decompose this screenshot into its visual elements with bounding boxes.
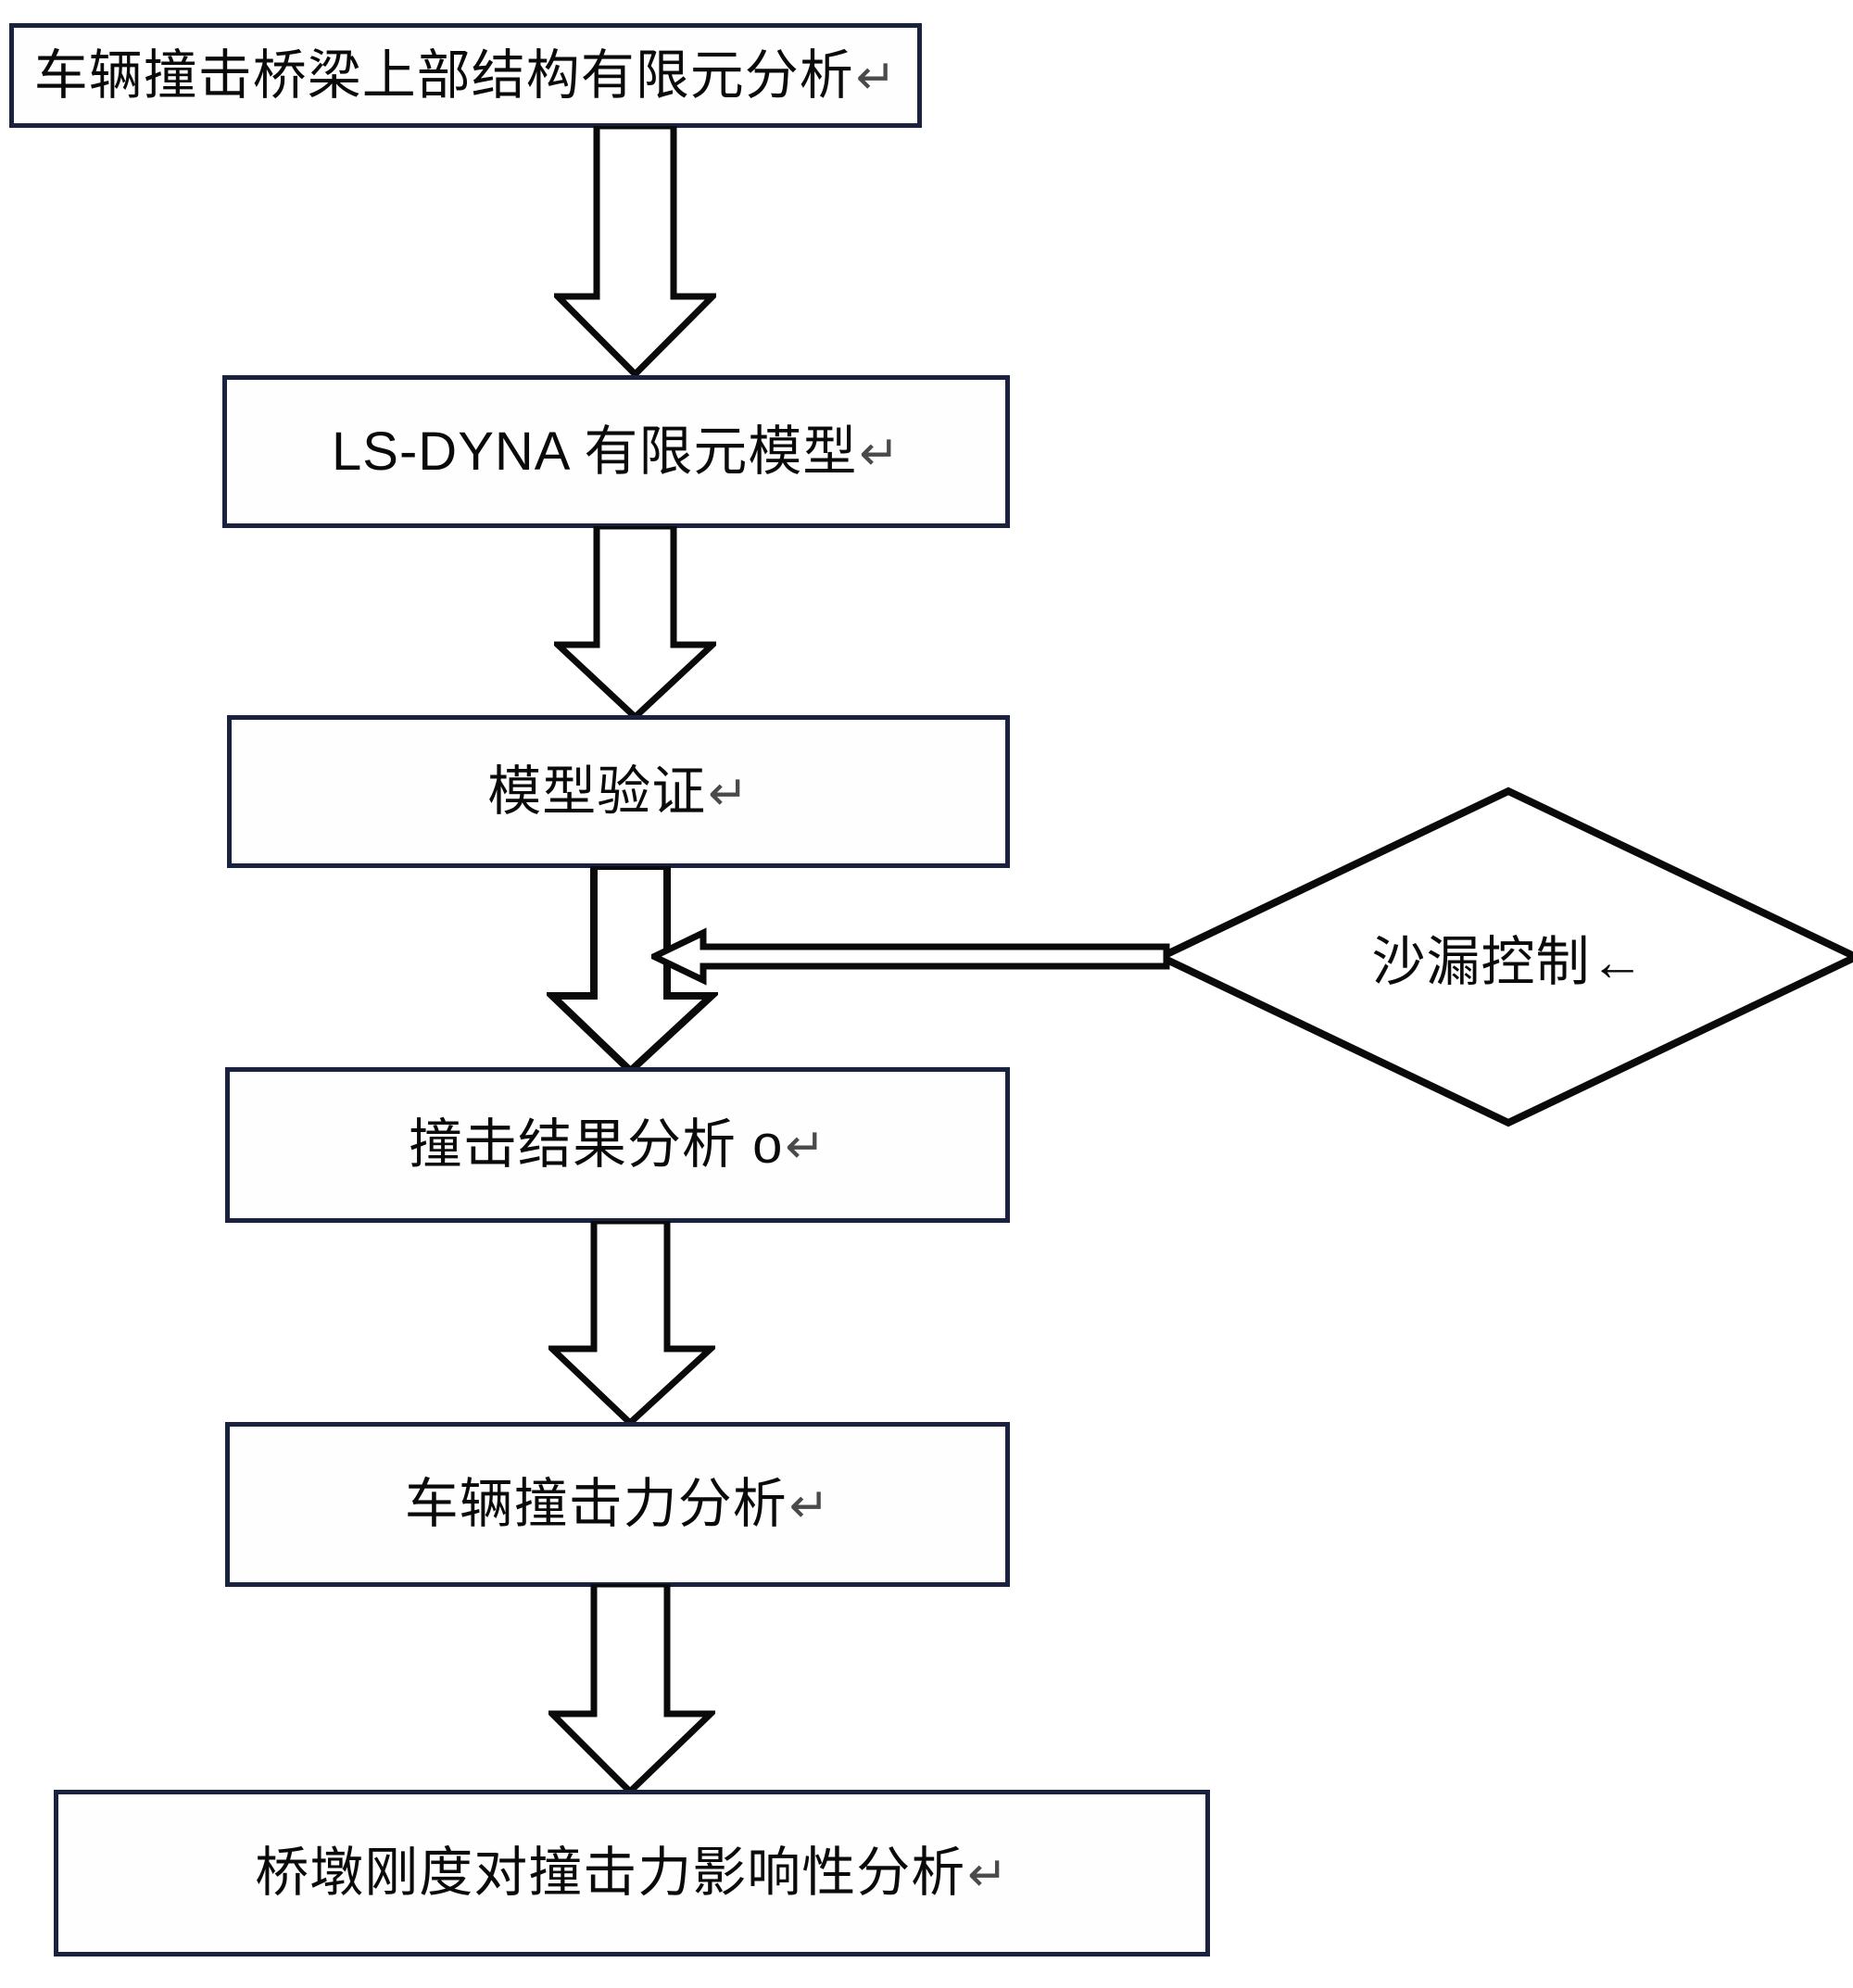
paragraph-mark-icon: ↵ xyxy=(855,50,898,105)
paragraph-mark-icon: ↵ xyxy=(859,426,901,481)
process-node-3[interactable]: 模型验证↵ xyxy=(227,715,1010,868)
block-arrow-down-3 xyxy=(547,866,718,1075)
process-node-5[interactable]: 车辆撞击力分析↵ xyxy=(225,1422,1010,1587)
process-node-1-label: 车辆撞击桥梁上部结构有限元分析↵ xyxy=(33,44,898,106)
block-arrow-down-4 xyxy=(548,1221,715,1427)
process-node-3-label: 模型验证↵ xyxy=(487,761,750,822)
paragraph-mark-icon: ↵ xyxy=(785,1120,826,1175)
block-arrow-down-5 xyxy=(548,1584,715,1795)
process-node-6-label: 桥墩刚度对撞击力影响性分析↵ xyxy=(255,1843,1009,1904)
feedback-arrow-left xyxy=(651,925,1170,989)
diamond-shape xyxy=(1156,786,1853,1127)
paragraph-mark-icon: ↵ xyxy=(788,1479,831,1534)
process-node-4[interactable]: 撞击结果分析 o↵ xyxy=(225,1067,1010,1223)
left-arrow-mark-icon: ← xyxy=(1590,932,1645,992)
decision-node-hourglass-control[interactable]: 沙漏控制← xyxy=(1156,786,1853,1128)
process-node-1[interactable]: 车辆撞击桥梁上部结构有限元分析↵ xyxy=(9,23,922,128)
block-arrow-down-1 xyxy=(554,126,716,378)
paragraph-mark-icon: ↵ xyxy=(967,1848,1009,1903)
process-node-6[interactable]: 桥墩刚度对撞击力影响性分析↵ xyxy=(54,1790,1210,1957)
process-node-2-label: LS-DYNA 有限元模型↵ xyxy=(332,421,901,482)
decision-node-label: 沙漏控制← xyxy=(1371,932,1645,992)
block-arrow-down-2 xyxy=(554,526,716,721)
process-node-4-label: 撞击结果分析 o↵ xyxy=(409,1114,826,1176)
paragraph-mark-icon: ↵ xyxy=(708,766,750,821)
process-node-2[interactable]: LS-DYNA 有限元模型↵ xyxy=(222,375,1010,528)
process-node-5-label: 车辆撞击力分析↵ xyxy=(404,1474,831,1535)
